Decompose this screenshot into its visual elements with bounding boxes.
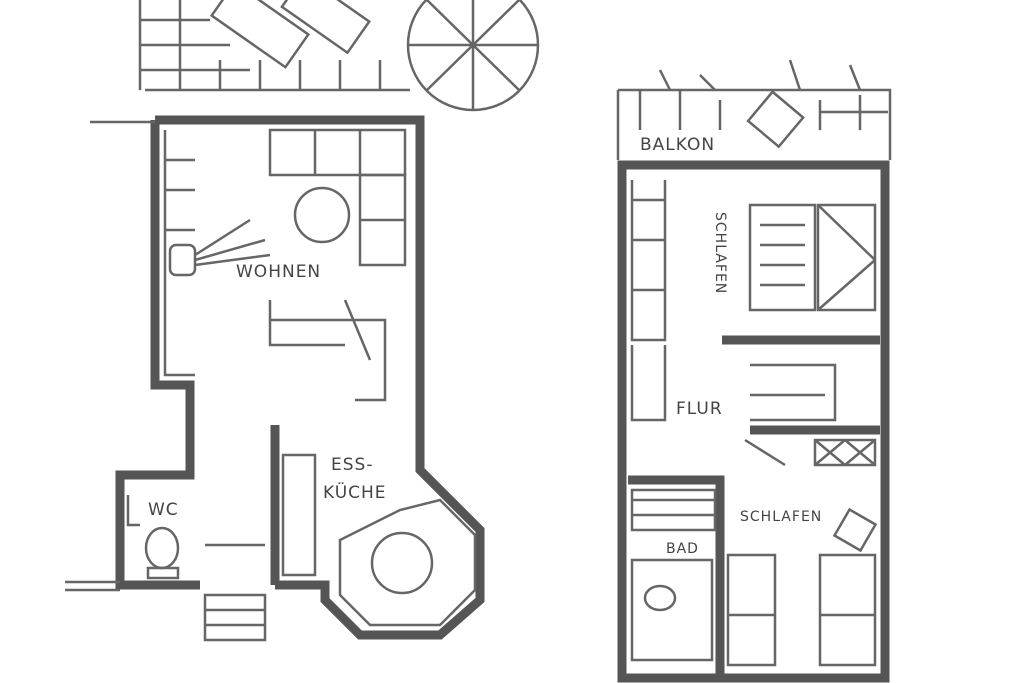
room-label-bad: BAD [666, 541, 699, 557]
room-label-wohnen: WOHNEN [236, 262, 321, 282]
room-label-schlafen-top: SCHLAFEN [712, 212, 728, 294]
room-label-kueche: KÜCHE [323, 481, 387, 503]
room-label-balkon: BALKON [640, 135, 715, 155]
ground-floor-walls [65, 115, 485, 642]
sun-lounger [280, 0, 371, 55]
room-label-flur: FLUR [676, 399, 723, 419]
room-label-ess: ESS- [331, 455, 373, 475]
terrace [138, 0, 540, 112]
room-label-schlafen-bottom: SCHLAFEN [740, 509, 822, 525]
sun-lounger [209, 0, 311, 69]
balcony-chair [746, 90, 805, 149]
parasol-icon [406, 0, 540, 112]
upper-floor-walls [616, 59, 892, 683]
room-label-wc: WC [148, 500, 179, 520]
